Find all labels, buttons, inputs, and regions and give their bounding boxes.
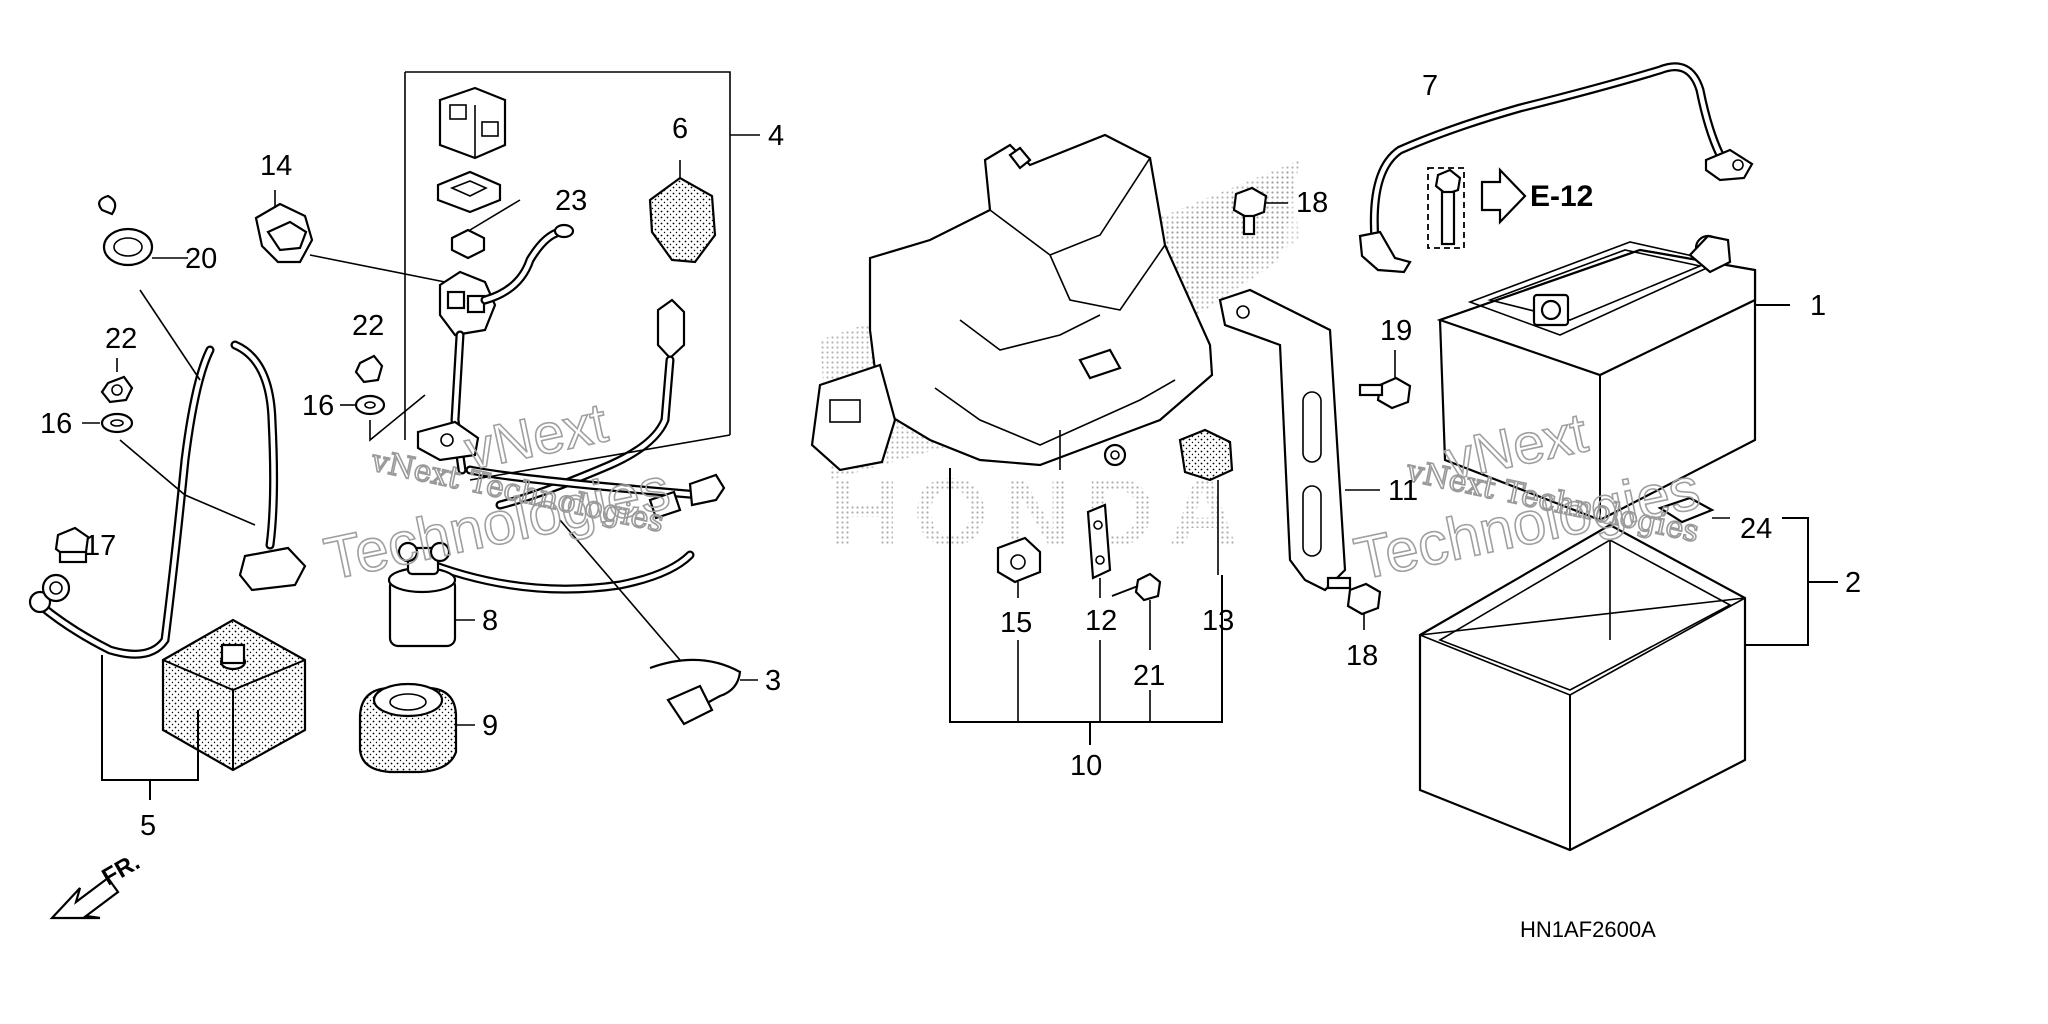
watermark-left: Technologies vNext vNext Technologies — [318, 389, 676, 593]
part-7-negative-cable — [1358, 62, 1754, 274]
callout-24: 24 — [1740, 513, 1772, 545]
part-6-terminal-cover — [648, 176, 717, 264]
reference-arrow — [1480, 167, 1527, 225]
callout-20: 20 — [185, 243, 217, 275]
callout-3: 3 — [765, 665, 781, 697]
part-21-screw — [1111, 572, 1162, 602]
callout-1: 1 — [1810, 290, 1826, 322]
part-22-nut — [100, 375, 134, 404]
part-9-relay-boot — [358, 682, 458, 774]
callout-7: 7 — [1422, 70, 1438, 102]
callout-4: 4 — [768, 120, 784, 152]
callout-12: 12 — [1085, 605, 1117, 637]
part-18-bolt-bottom — [1326, 576, 1382, 616]
callout-8: 8 — [482, 605, 498, 637]
part-15-grommet — [996, 536, 1042, 584]
part-22-nut-b — [354, 354, 384, 384]
part-23-fuse — [450, 228, 486, 260]
callout-18-bottom: 18 — [1346, 640, 1378, 672]
callout-5: 5 — [140, 810, 156, 842]
callout-17: 17 — [84, 530, 116, 562]
part-8-starter-relay — [387, 541, 457, 648]
callout-13: 13 — [1202, 605, 1234, 637]
callout-16-left: 16 — [40, 408, 72, 440]
callout-9: 9 — [482, 710, 498, 742]
part-24-pad — [1657, 496, 1715, 524]
part-1-battery — [1436, 234, 1790, 522]
callout-14: 14 — [260, 150, 292, 182]
part-14-clip — [254, 202, 314, 264]
diagram-code: HN1AF2600A — [1520, 917, 1656, 942]
callout-11: 11 — [1388, 475, 1418, 507]
callout-21: 21 — [1133, 660, 1165, 692]
part-2-battery-case — [1418, 523, 1747, 852]
callout-23: 23 — [555, 185, 587, 217]
part-13-clip — [1178, 428, 1234, 482]
part-16-washer-b — [354, 394, 386, 416]
part-10-battery-box — [810, 133, 1214, 472]
callout-16-mid: 16 — [302, 390, 334, 422]
part-19-bolt — [1358, 376, 1412, 410]
part-4-positive-cable — [415, 298, 726, 594]
callout-19: 19 — [1380, 315, 1412, 347]
front-direction-arrow — [49, 876, 120, 920]
callout-15: 15 — [1000, 607, 1032, 639]
callout-18-top: 18 — [1296, 187, 1328, 219]
part-16-washer — [100, 412, 134, 434]
part-3-cable-tie — [649, 658, 742, 726]
brand-mark-watermark: HONDA — [830, 459, 1252, 566]
part-4-harness-connector — [438, 270, 497, 337]
part-18-bolt-top — [1232, 186, 1268, 236]
reference-box — [1427, 167, 1465, 249]
part-12-clamp — [1086, 503, 1112, 580]
part-5-battery-cable — [28, 340, 307, 659]
callout-2: 2 — [1845, 567, 1861, 599]
part-17-bolt — [54, 526, 90, 564]
part-4-relay — [438, 86, 507, 160]
part-11-bracket — [1218, 288, 1347, 592]
part-5-foam-pad — [161, 618, 307, 772]
callout-22-left: 22 — [105, 323, 137, 355]
part-20-band — [98, 194, 154, 267]
callout-10: 10 — [1070, 750, 1102, 782]
reference-label: E-12 — [1530, 180, 1593, 213]
callout-6: 6 — [672, 113, 688, 145]
callout-22-mid: 22 — [352, 310, 384, 342]
part-4-gasket — [436, 170, 502, 214]
battery-bolt — [1434, 168, 1462, 246]
